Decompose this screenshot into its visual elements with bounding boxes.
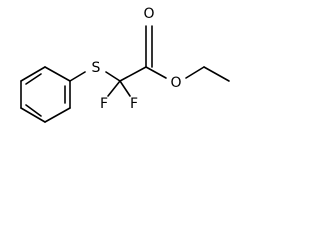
carbonyl-oxygen-label: O	[143, 6, 154, 22]
phenyl-ring	[20, 66, 71, 123]
sulfur-carbon-bond	[105, 71, 121, 82]
fluorine-label-1: F	[100, 96, 108, 112]
oxygen-ethyl-bond	[185, 66, 205, 79]
ethyl-bond	[203, 66, 230, 82]
ring-bond-3	[44, 107, 71, 123]
ring-bond-4	[20, 107, 46, 123]
ring-sulfur-bond	[69, 71, 86, 82]
carbon-fluorine-bond-2	[119, 80, 131, 97]
carbon-fluorine-bond-1	[107, 80, 121, 97]
fluorine-label-2: F	[130, 96, 138, 112]
carbon-carbonyl-bond	[119, 66, 147, 82]
sulfur-label: S	[92, 60, 101, 76]
molecule-structure: S F F O O	[20, 6, 230, 123]
carbonyl-ester-oxygen-bond	[145, 66, 167, 79]
ring-bond-1	[44, 66, 71, 82]
ring-bond-6	[20, 66, 46, 82]
ring-double-bond-3	[25, 73, 42, 85]
ester-oxygen-label: O	[170, 75, 181, 91]
ring-double-bond-2	[25, 104, 42, 117]
